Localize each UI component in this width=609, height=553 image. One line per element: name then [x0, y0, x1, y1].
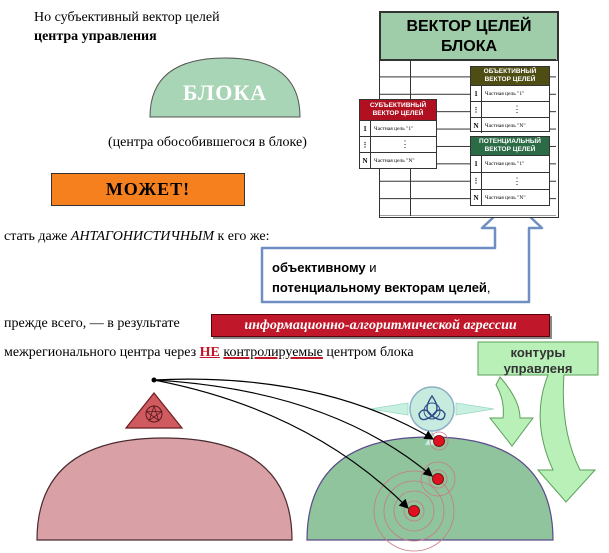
objective-title-1: ОБЪЕКТИВНЫЙ — [483, 68, 537, 75]
aggression-badge: информационно-алгоритмической агрессии — [211, 314, 550, 337]
subjective-title-2: ВЕКТОР ЦЕЛЕЙ — [372, 110, 424, 117]
row-index: N — [360, 153, 371, 168]
target-rings — [373, 431, 456, 552]
potential-title-2: ВЕКТОР ЦЕЛЕЙ — [484, 146, 536, 153]
callout-arrow — [260, 198, 544, 304]
block-vector-title-2: БЛОКА — [440, 37, 498, 55]
aggression-label: информационно-алгоритмической агрессии — [244, 317, 517, 333]
center-note: (центра обособившегося в блоке) — [108, 135, 307, 150]
row-index: 1 — [360, 121, 371, 136]
row-index: ⋮ — [360, 137, 371, 152]
antagonist-prefix: стать даже — [4, 229, 71, 244]
row-text: ⋮ — [512, 175, 522, 186]
ne-word: НЕ — [199, 345, 220, 360]
antagonist-line: стать даже АНТАГОНИСТИЧНЫМ к его же: — [4, 229, 270, 245]
table-row: ⋮⋮ — [360, 136, 436, 152]
row-index: 1 — [471, 86, 482, 101]
first-of-all-text: прежде всего, — в результате — [4, 316, 180, 331]
intro-line-2: центра управления — [34, 29, 157, 44]
can-label: МОЖЕТ! — [105, 179, 191, 199]
control-contour-arrows — [477, 341, 599, 503]
row-index: ⋮ — [471, 102, 482, 117]
row-text: ⋮ — [512, 104, 522, 114]
dome-block-label: БЛОКА — [182, 80, 268, 105]
block-dome — [149, 57, 301, 118]
antagonist-emph: АНТАГОНИСТИЧНЫМ — [70, 229, 214, 244]
callout-bold-2: потенциальному векторам целей — [272, 280, 487, 295]
row-text: Частная цель "N" — [485, 122, 526, 129]
interregional-prefix: межрегионального центра через — [4, 345, 200, 360]
potential-title-1: ПОТЕНЦИАЛЬНЫЙ — [479, 138, 541, 145]
pentagram-triangle-icon — [124, 392, 184, 429]
table-row: ⋮⋮ — [471, 101, 549, 117]
row-index: N — [471, 118, 482, 133]
objective-title-2: ВЕКТОР ЦЕЛЕЙ — [484, 76, 536, 83]
row-text: Частная цель "N" — [374, 157, 415, 164]
callout-text: объективному и потенциальному векторам ц… — [272, 258, 491, 298]
block-vector-title-1: ВЕКТОР ЦЕЛЕЙ — [406, 17, 532, 35]
subjective-title-1: СУБЪЕКТИВНЫЙ — [369, 102, 427, 109]
callout-rest-1: и — [365, 260, 377, 275]
row-text: Частная цель "1" — [485, 161, 525, 167]
antagonist-suffix: к его же: — [214, 229, 270, 244]
uncontrolled-word: контролируемые — [223, 345, 323, 360]
target-dots — [408, 435, 445, 517]
row-index: N — [471, 190, 482, 206]
contours-line-2: управленя — [503, 361, 573, 376]
objective-title: ОБЪЕКТИВНЫЙ ВЕКТОР ЦЕЛЕЙ — [471, 67, 549, 85]
influence-arrows — [153, 378, 435, 509]
contours-label: контуры управленя — [486, 345, 590, 377]
callout-rest-2: , — [486, 280, 491, 295]
row-text: Частная цель "N" — [485, 195, 526, 201]
row-text: Частная цель "1" — [485, 90, 525, 97]
intro-line-1: Но субъективный вектор целей — [34, 10, 220, 25]
callout-bold-1: объективному — [272, 260, 366, 275]
contours-line-1: контуры — [510, 345, 566, 360]
right-dome — [306, 436, 554, 541]
potential-title: ПОТЕНЦИАЛЬНЫЙ ВЕКТОР ЦЕЛЕЙ — [471, 137, 549, 155]
table-row: ⋮⋮ — [471, 172, 549, 189]
row-index: 1 — [471, 156, 482, 172]
interregional-line: межрегионального центра через НЕ контрол… — [4, 345, 414, 361]
left-dome — [36, 437, 293, 541]
subjective-title: СУБЪЕКТИВНЫЙ ВЕКТОР ЦЕЛЕЙ — [360, 100, 436, 120]
interregional-suffix: центром блока — [322, 345, 414, 360]
triquetra-emblem-icon — [369, 386, 495, 446]
block-vector-title: ВЕКТОР ЦЕЛЕЙ БЛОКА — [380, 12, 558, 61]
row-index: ⋮ — [471, 173, 482, 189]
can-badge: МОЖЕТ! — [51, 173, 245, 206]
row-text: Частная цель "1" — [374, 125, 414, 132]
row-text: ⋮ — [400, 139, 410, 149]
